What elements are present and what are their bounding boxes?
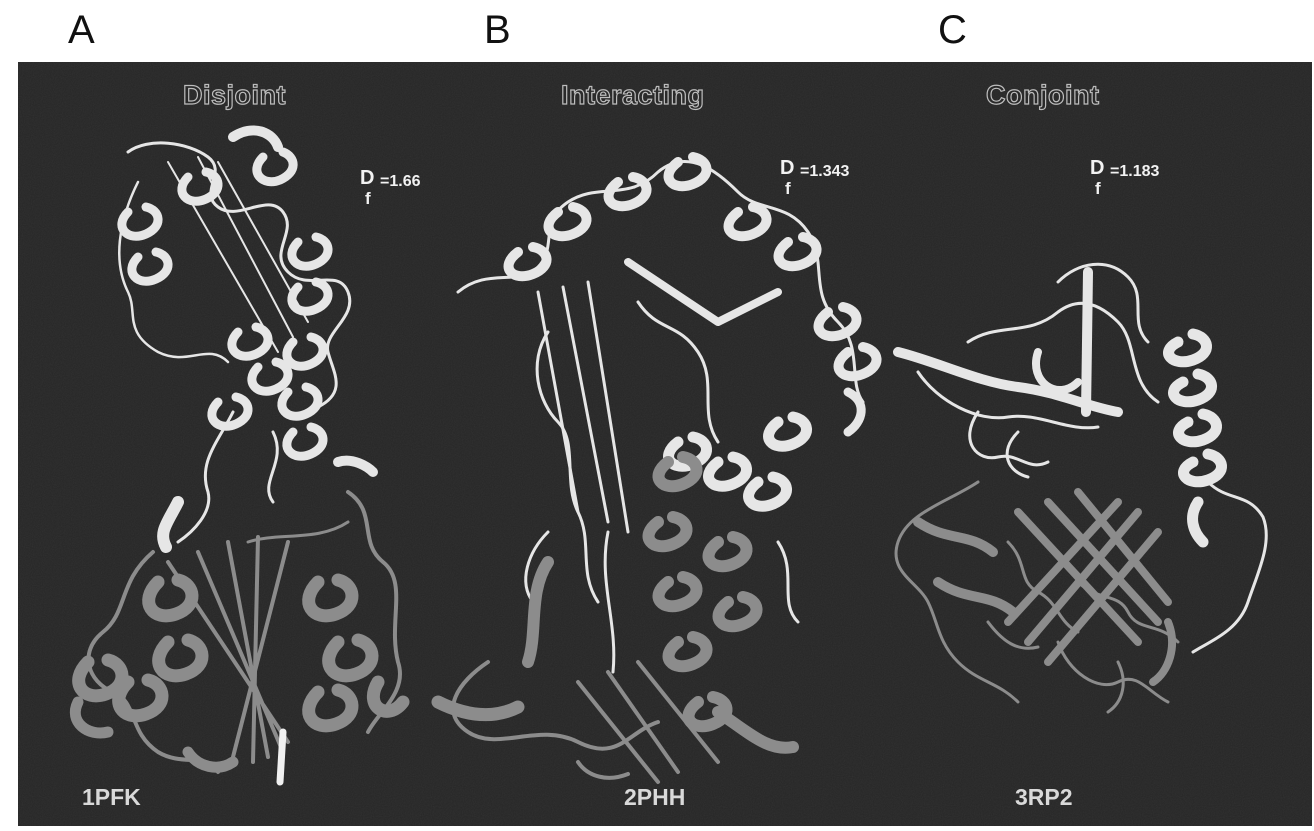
df-symbol: D [780, 157, 794, 179]
df-value: =1.343 [800, 164, 849, 180]
heading-disjoint: Disjoint [183, 80, 286, 111]
panel-letter-b: B [484, 10, 511, 50]
df-symbol: D [1090, 157, 1104, 179]
fractal-dimension-label-a: D f =1.66 [360, 168, 374, 188]
df-subscript: f [785, 180, 791, 197]
figure-panel: Disjoint Interacting Conjoint D f =1.66 … [18, 62, 1312, 826]
heading-conjoint: Conjoint [986, 80, 1099, 111]
panel-letter-a: A [68, 10, 95, 50]
panel-letter-c: C [938, 10, 967, 50]
pdb-id-2phh: 2PHH [624, 784, 685, 811]
df-symbol: D [360, 167, 374, 189]
df-value: =1.183 [1110, 164, 1159, 180]
terminus-a [280, 732, 283, 782]
df-value: =1.66 [380, 174, 420, 190]
fractal-dimension-label-b: D f =1.343 [780, 158, 794, 178]
heading-interacting: Interacting [561, 80, 705, 111]
fractal-dimension-label-c: D f =1.183 [1090, 158, 1104, 178]
pdb-id-1pfk: 1PFK [82, 784, 141, 811]
pdb-id-3rp2: 3RP2 [1015, 784, 1073, 811]
df-subscript: f [1095, 180, 1101, 197]
df-subscript: f [365, 190, 371, 207]
